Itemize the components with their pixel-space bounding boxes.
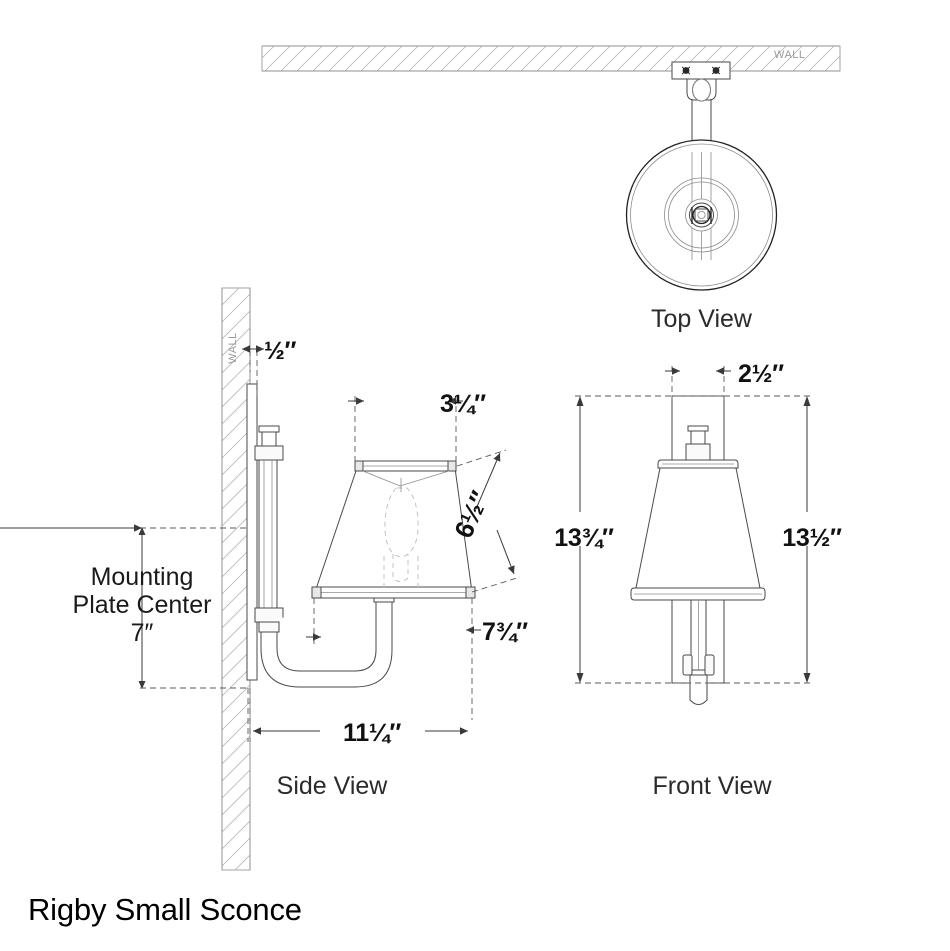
dimension-label-shade-bottom-projection: 7¾″ [482, 618, 528, 646]
side-view-shade [311, 460, 476, 599]
top-view-wall [261, 45, 841, 72]
dimension-backplate-depth [242, 345, 264, 396]
top-view-mounting-bracket [671, 61, 731, 152]
dimension-label-shade-top-diameter: 3¼″ [440, 390, 486, 418]
side-view-fixture [246, 383, 395, 688]
mounting-plate-center-line1: Mounting [91, 563, 194, 591]
wall-label-top: WALL [774, 49, 806, 61]
dimension-fixture-height [724, 395, 850, 684]
side-view-label: Side View [277, 772, 389, 800]
dimension-backplate-width [665, 366, 731, 400]
dimension-label-backplate-width: 2½″ [738, 360, 784, 388]
dimension-label-total-projection: 11¼″ [343, 719, 401, 747]
dimension-label-overall-height: 13¾″ [554, 524, 614, 552]
front-view-fixture [630, 395, 766, 705]
dimension-shade-slant [456, 449, 521, 593]
dimension-label-backplate-depth: ½″ [264, 337, 297, 365]
top-view-shade [625, 139, 778, 291]
mounting-plate-center-value: 7″ [131, 619, 154, 647]
dimension-overall-height [548, 395, 724, 684]
side-view-wall [221, 287, 251, 871]
top-view-label: Top View [651, 305, 753, 333]
mounting-plate-center-line2: Plate Center [73, 591, 212, 619]
dimension-mounting-plate-center [0, 524, 250, 689]
product-title: Rigby Small Sconce [28, 892, 302, 927]
dimension-label-fixture-height: 13½″ [782, 524, 842, 552]
dimension-total-projection [247, 688, 468, 746]
dimension-shade-top-diameter [348, 396, 463, 462]
dimension-shade-bottom-projection [306, 598, 481, 720]
wall-label-side: WALL [227, 332, 239, 364]
front-view-label: Front View [652, 772, 772, 800]
